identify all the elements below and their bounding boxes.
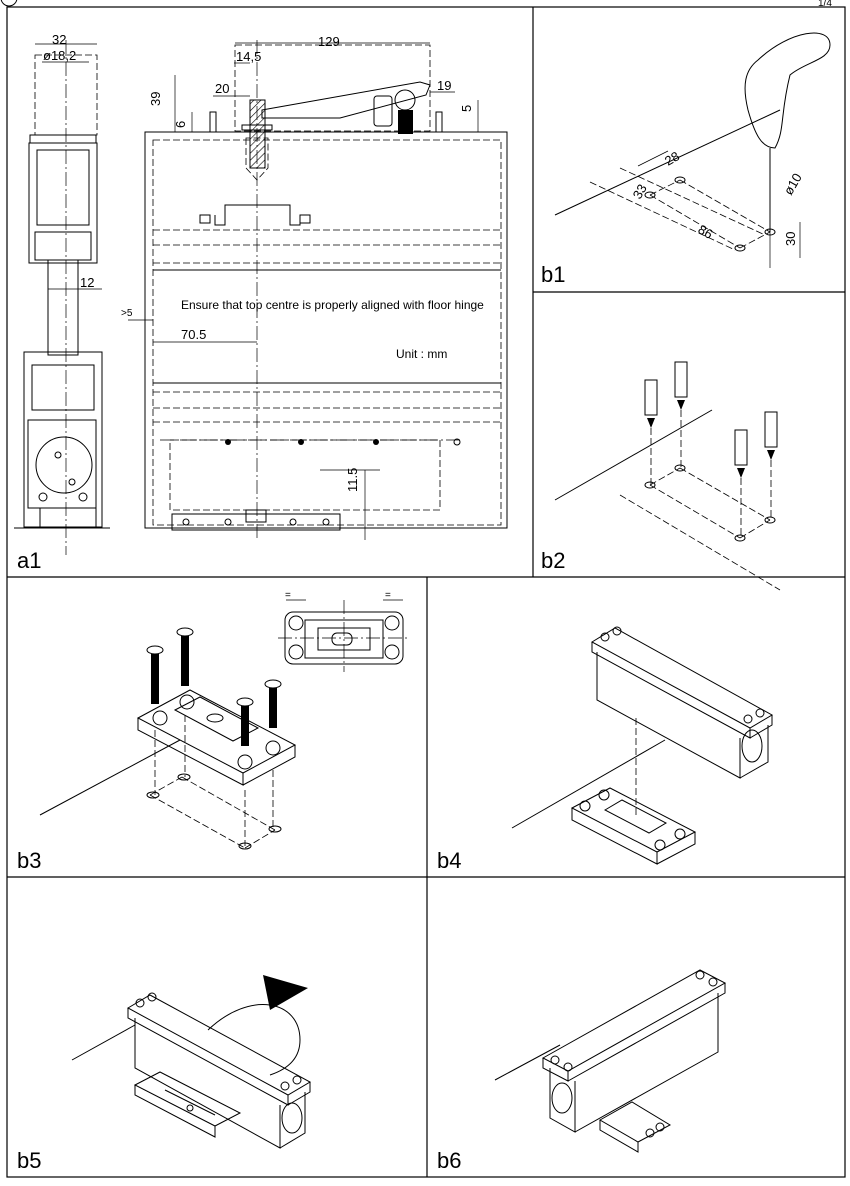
- panel-grid: [6, 6, 846, 1178]
- dim-20: 20: [215, 81, 229, 96]
- panel-b4: b4: [437, 626, 774, 873]
- dim-19: 19: [437, 78, 451, 93]
- screw-icon: [146, 627, 282, 746]
- dim-12: 12: [80, 275, 94, 290]
- dim-30: 30: [783, 232, 798, 246]
- floor-spring-body: [541, 969, 727, 1133]
- header-circle-icon: [0, 0, 18, 7]
- panel-label-b5: b5: [17, 1148, 41, 1173]
- dim-11-5: 11.5: [345, 468, 360, 492]
- unit-note: Unit : mm: [396, 347, 447, 361]
- dim-33: 33: [630, 181, 650, 201]
- floor-spring-body: [126, 992, 312, 1149]
- dim-70-5: 70.5: [181, 327, 206, 342]
- eq-mark-right: =: [385, 590, 391, 601]
- a1-side-view: 32 ø18,2 12: [14, 32, 110, 555]
- panel-b6: b6: [437, 969, 727, 1173]
- eq-mark-left: =: [285, 590, 291, 601]
- alignment-note: Ensure that top centre is properly align…: [181, 298, 484, 312]
- base-plate-top-view: = =: [278, 590, 410, 672]
- dim-ge5: >5: [121, 308, 133, 319]
- dim-6: 6: [173, 121, 188, 128]
- panel-b3: = = b3: [17, 590, 410, 873]
- dim-18-2: ø18,2: [43, 48, 76, 63]
- panel-label-b2: b2: [541, 548, 565, 573]
- floor-spring-body: [590, 626, 774, 779]
- panel-label-b1: b1: [541, 262, 565, 287]
- dim-5: 5: [459, 105, 474, 112]
- panel-a1: 32 ø18,2 12: [14, 32, 508, 573]
- base-plate: [570, 787, 697, 865]
- panel-label-b4: b4: [437, 848, 461, 873]
- drill-icon: [744, 32, 831, 149]
- panel-b5: b5: [17, 975, 312, 1173]
- dim-10: ø10: [781, 171, 805, 198]
- page-number: 1/4: [818, 0, 832, 9]
- dim-39: 39: [148, 92, 163, 106]
- dim-129: 129: [318, 34, 340, 49]
- panel-label-a1: a1: [17, 548, 41, 573]
- rotation-arrow-icon: [207, 1004, 301, 1076]
- a1-front-view: 129 14,5 39 6 20 19 5 >5 70.5 11.5 Ensur…: [121, 34, 508, 540]
- dim-86: 86: [696, 222, 716, 242]
- dim-14-5: 14,5: [236, 49, 261, 64]
- header: 1/4: [0, 0, 832, 9]
- panel-b2: b2: [541, 361, 781, 591]
- panel-b1: 28 33 86 ø10 30 b1: [541, 32, 831, 287]
- panel-label-b3: b3: [17, 848, 41, 873]
- dowel-icon: [644, 361, 778, 478]
- dim-28: 28: [662, 148, 682, 168]
- panel-label-b6: b6: [437, 1148, 461, 1173]
- dim-32: 32: [52, 32, 66, 47]
